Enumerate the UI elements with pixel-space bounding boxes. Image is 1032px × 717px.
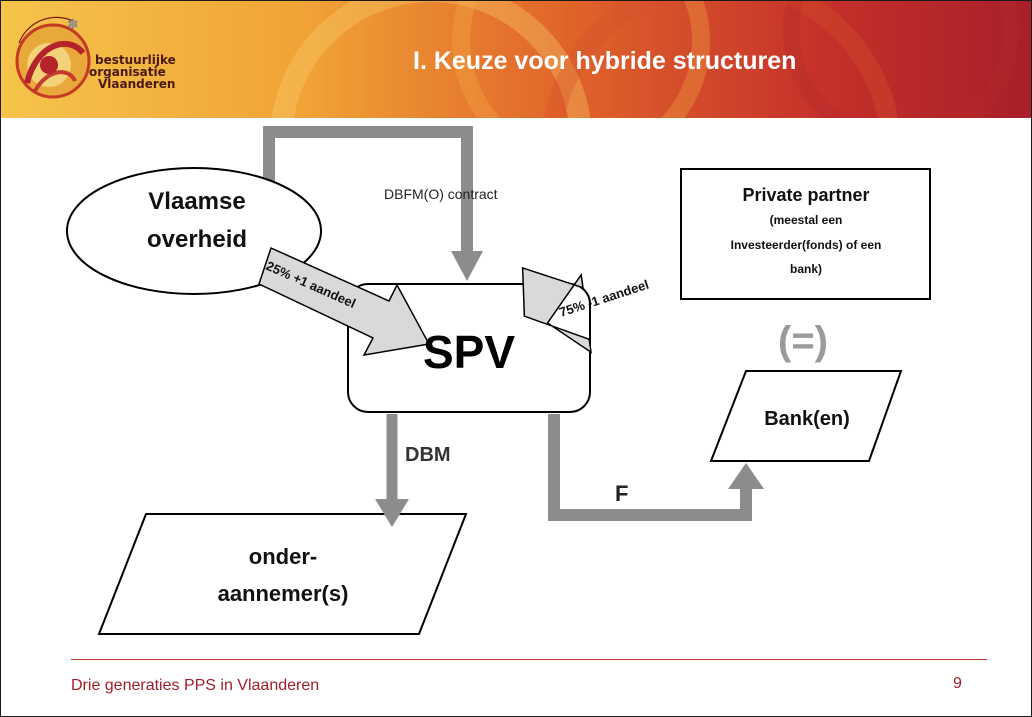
logo-line-1: bestuurlijke	[95, 53, 176, 67]
share-arrow-left	[258, 246, 431, 356]
private-partner-sub-3: bank)	[790, 262, 822, 276]
dbm-label: DBM	[405, 444, 451, 466]
private-partner-box	[680, 168, 931, 300]
logo-line-2: organisatie	[89, 65, 166, 79]
onderaannemer-label-2: aannemer(s)	[218, 581, 349, 606]
vlaamse-overheid-ellipse	[66, 167, 322, 295]
logo-text: bestuurlijke organisatie Vlaanderen	[89, 54, 176, 90]
logo-emblem-icon: ✽	[15, 16, 91, 99]
contract-arrow	[263, 126, 483, 281]
vlaamse-overheid-label-2: overheid	[147, 226, 247, 253]
slide-title: I. Keuze voor hybride structuren	[413, 47, 797, 75]
svg-text:✽: ✽	[67, 17, 79, 33]
spv-label: SPV	[423, 326, 515, 378]
equals-sign: (=)	[778, 319, 828, 363]
slide-header: ✽ bestuurlijke organisatie Vlaanderen I.…	[1, 1, 1031, 118]
private-partner-title: Private partner	[742, 185, 869, 205]
onderaannemer-parallelogram	[97, 513, 468, 635]
dbm-arrow	[375, 414, 409, 527]
bank-label: Bank(en)	[764, 408, 850, 430]
private-partner-sub-2: Investeerder(fonds) of een	[731, 238, 882, 252]
onderaannemer-label-1: onder-	[249, 544, 317, 569]
bank-parallelogram	[709, 370, 903, 462]
f-arrow	[548, 414, 764, 521]
share-arrow-right	[521, 266, 593, 354]
contract-label: DBFM(O) contract	[384, 186, 498, 202]
f-label: F	[615, 481, 628, 506]
logo-line-3: Vlaanderen	[98, 77, 176, 91]
private-partner-sub-1: (meestal een	[770, 213, 843, 227]
vlaamse-overheid-label-1: Vlaamse	[148, 188, 245, 215]
header-decoration	[271, 1, 1019, 118]
footer-divider	[71, 659, 987, 660]
footer-text: Drie generaties PPS in Vlaanderen	[71, 677, 320, 694]
page-number: 9	[953, 675, 962, 692]
